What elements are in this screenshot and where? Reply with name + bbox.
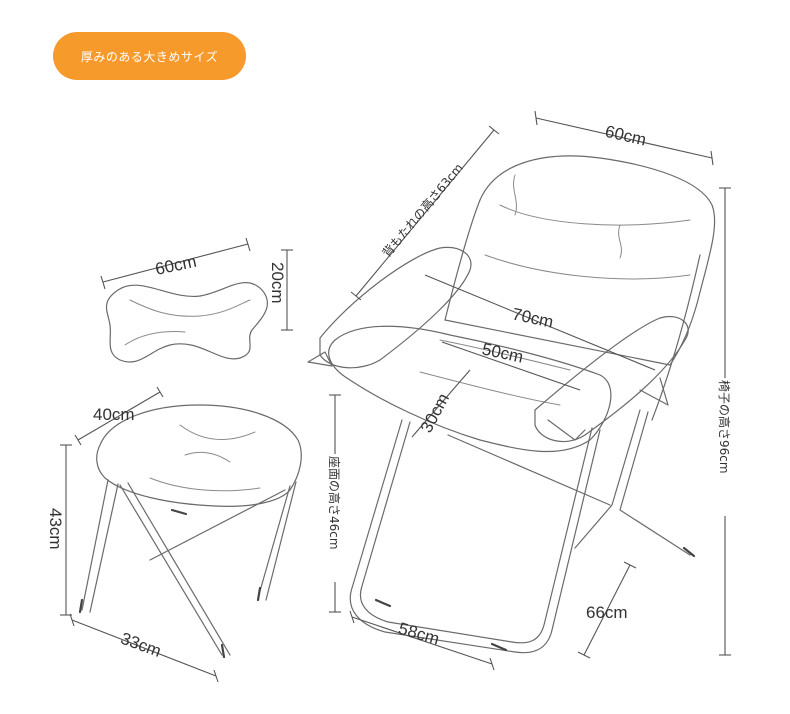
stool-depth-label: 40cm [93,405,135,424]
pillow-width-label: 60cm [154,252,199,279]
chair-height-label: 椅子の高さ96cm [717,380,732,474]
stool-width-dimension: 33cm [69,613,219,683]
stool-sketch [78,404,302,659]
stool-depth-dimension: 40cm [74,386,164,446]
base-width-label: 58cm [396,619,441,649]
pillow-height-label: 20cm [268,262,287,304]
seat-width-label: 50cm [480,339,525,366]
pillow-sketch [105,282,268,363]
pillow-height-dimension: 20cm [268,249,293,331]
base-width-dimension: 58cm [349,610,495,671]
base-depth-label: 66cm [586,603,628,622]
chair-width-label: 60cm [603,122,648,150]
armrest-span-label: 70cm [511,304,556,331]
stool-width-label: 33cm [118,629,164,661]
base-depth-dimension: 66cm [577,561,637,659]
feature-badge: 厚みのある大きめサイズ [53,32,246,80]
chair-height-dimension: 椅子の高さ96cm [716,187,734,656]
backrest-height-dimension: 背もたれの高さ63cm [350,125,500,301]
pillow-width-dimension: 60cm [100,237,251,290]
chair-sketch [307,155,716,654]
stool-height-dimension: 43cm [46,444,72,616]
seat-height-label: 座面の高さ46cm [327,456,342,550]
seat-height-dimension: 座面の高さ46cm [326,394,344,613]
stool-height-label: 43cm [46,508,65,550]
backrest-height-label: 背もたれの高さ63cm [379,160,466,260]
chair-width-dimension: 60cm [534,110,714,166]
